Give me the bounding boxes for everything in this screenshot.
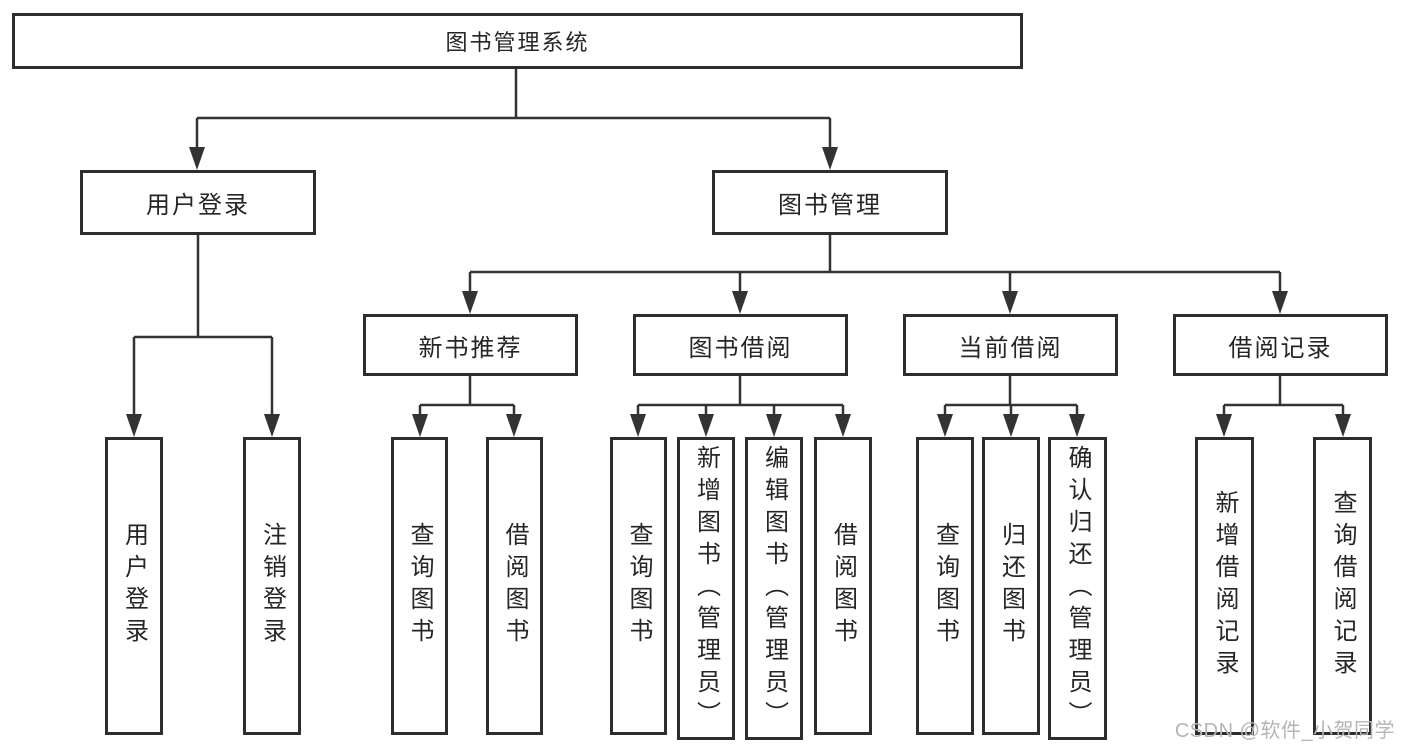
leaf-bb-add-books-admin: 新增图书（管理员）: [677, 437, 735, 740]
node-user-login: 用户登录: [80, 170, 316, 235]
leaf-logout: 注销登录: [243, 437, 301, 735]
node-borrowing-records: 借阅记录: [1173, 314, 1388, 376]
node-new-book-recommend: 新书推荐: [363, 314, 578, 376]
leaf-user-login: 用户登录: [105, 437, 163, 735]
node-book-borrowing: 图书借阅: [633, 314, 848, 376]
leaf-nb-query-books: 查询图书: [391, 437, 448, 735]
leaf-cb-query-books: 查询图书: [916, 437, 974, 735]
leaf-br-add-record: 新增借阅记录: [1195, 437, 1254, 735]
watermark: CSDN @软件_小贺同学: [1174, 720, 1395, 742]
leaf-cb-confirm-return-admin: 确认归还（管理员）: [1048, 437, 1107, 740]
node-book-management: 图书管理: [712, 170, 948, 235]
leaf-bb-query-books: 查询图书: [610, 437, 667, 735]
leaf-bb-borrow-books: 借阅图书: [814, 437, 872, 735]
node-current-borrowing: 当前借阅: [903, 314, 1118, 376]
arrowheads: [126, 147, 1351, 437]
leaf-cb-return-books: 归还图书: [982, 437, 1040, 735]
leaf-br-query-record: 查询借阅记录: [1313, 437, 1372, 735]
node-root: 图书管理系统: [12, 13, 1023, 69]
leaf-nb-borrow-books: 借阅图书: [486, 437, 543, 735]
leaf-bb-edit-books-admin: 编辑图书（管理员）: [745, 437, 803, 740]
